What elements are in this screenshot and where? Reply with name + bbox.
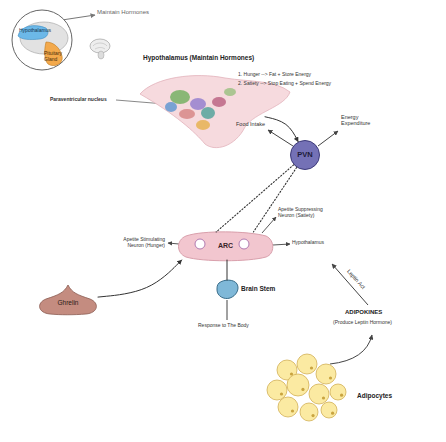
cell-nucleus <box>301 388 304 391</box>
fat-cell <box>321 402 337 418</box>
pointer-arrow <box>62 15 95 20</box>
cell-nucleus <box>331 412 334 415</box>
leptin-arrow <box>332 264 368 305</box>
annotation-label: Hypothalamus <box>292 240 324 246</box>
brain-fold <box>93 43 107 49</box>
annotation-label: Response to The Body <box>198 323 249 329</box>
cell-nucleus <box>329 376 332 379</box>
fat-cell <box>330 384 346 400</box>
cell-nucleus <box>340 394 343 397</box>
pvn-circle <box>291 141 320 170</box>
cell-nucleus <box>290 372 293 375</box>
output-arrow <box>268 130 293 146</box>
annotation-label: 1. Hunger --> Fat + Store Energy <box>238 72 311 78</box>
annotation-label: ADIPOKINES <box>345 309 382 316</box>
node-text: Pituitary Gland <box>44 51 70 63</box>
hypothalamus-section: Hypothalamus (Maintain Hormones) <box>135 52 265 152</box>
neuron-circle <box>195 239 205 249</box>
nucleus-region <box>201 107 215 119</box>
fat-cell <box>297 354 317 374</box>
fat-cell <box>300 403 318 421</box>
nucleus-region <box>212 97 226 107</box>
inset-circle: HypothalamusPituitary Gland <box>10 8 74 72</box>
hormone-blob: Ghrelin <box>38 285 98 315</box>
connector-arrow <box>98 260 182 297</box>
nucleus-region <box>170 90 190 104</box>
node-text: Hypothalamus (Maintain Hormones) <box>143 54 254 61</box>
neuron-circle <box>239 239 249 249</box>
node-text: Ghrelin <box>38 299 98 306</box>
output-arrow <box>318 131 338 146</box>
nucleus-circle: PVN <box>290 140 320 170</box>
hypothalamus-slice <box>140 76 290 148</box>
node-outline <box>262 352 412 422</box>
cell-cluster: Adipocytes <box>262 352 412 422</box>
nucleus-region <box>190 98 206 110</box>
brain-stem: Brain Stem <box>216 280 291 300</box>
node-outline <box>10 8 74 72</box>
annotation-label: Leptin Act <box>346 268 367 290</box>
neuron-arrow <box>168 243 179 244</box>
cell-nucleus <box>322 396 325 399</box>
cell-nucleus <box>291 409 294 412</box>
nucleus-region <box>196 120 210 130</box>
nucleus-blob: ARC <box>178 232 273 260</box>
node-text: Adipocytes <box>357 392 392 399</box>
output-arrow <box>273 244 290 245</box>
node-text: Hypothalamus <box>19 28 51 34</box>
brain-stem-shape <box>217 280 238 298</box>
node-text: ARC <box>178 242 273 250</box>
annotation-label: Apetite Suppressing Neuron (Satiety) <box>278 207 340 219</box>
annotation-label: 2. Satiety --> Stop Eating + Spend Energ… <box>238 81 331 87</box>
response-line <box>227 300 228 320</box>
annotation-label: Food Intake <box>236 121 265 127</box>
annotation-label: Apetite Stimulating Neuron (Hunger) <box>107 237 165 249</box>
arc-shape <box>179 232 273 261</box>
dotted-connector <box>216 165 294 232</box>
cell-nucleus <box>310 366 313 369</box>
annotation-label: Maintain Hormones <box>97 9 149 16</box>
connector-arrow <box>265 117 298 142</box>
annotation-label: (Produce Leptin Hormone) <box>333 320 392 326</box>
dotted-connector <box>253 167 296 232</box>
fat-cell <box>267 380 287 400</box>
cell-nucleus <box>311 414 314 417</box>
node-text: PVN <box>290 151 320 160</box>
nucleus-region <box>165 102 177 112</box>
fat-cell <box>278 397 298 417</box>
node-text: Brain Stem <box>241 285 275 292</box>
nucleus-region <box>224 88 236 96</box>
brain-stem-icon <box>98 51 104 59</box>
nucleus-region <box>179 109 195 119</box>
cell-nucleus <box>280 392 283 395</box>
annotation-label: Energy Expenditure <box>341 114 375 127</box>
neuron-arrow <box>262 217 276 233</box>
secretion-arrow <box>330 335 372 364</box>
node-outline <box>135 52 265 152</box>
fat-cell <box>309 384 329 404</box>
fat-cell <box>287 374 309 396</box>
connector-arrow <box>227 260 228 280</box>
inset-outline <box>12 10 72 70</box>
fat-cell <box>316 364 336 384</box>
annotation-label: Paraventricular nucleus <box>50 97 107 103</box>
